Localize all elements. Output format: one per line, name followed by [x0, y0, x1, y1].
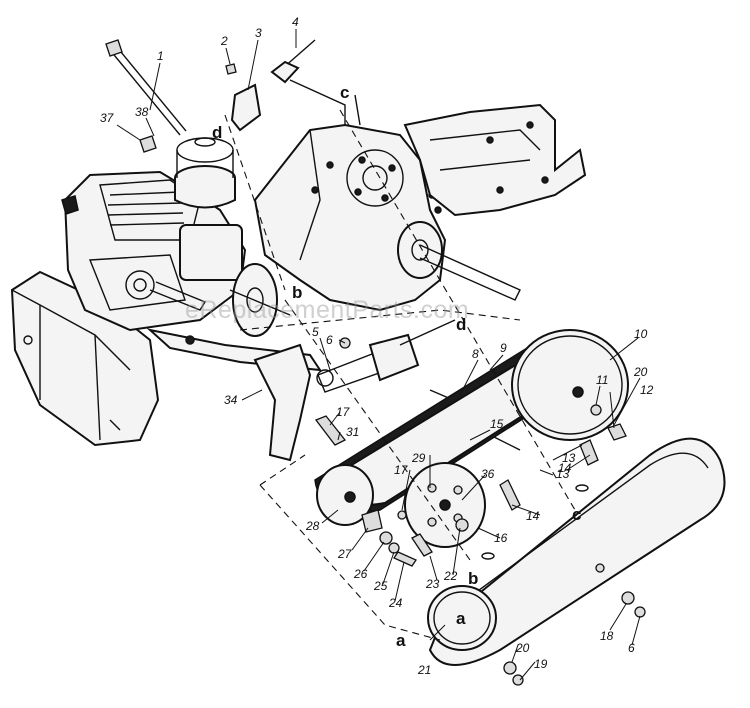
large-pulley — [511, 329, 629, 441]
callout-5: 5 — [312, 325, 319, 339]
main-frame — [229, 79, 521, 337]
callout-13-upper: 13 — [562, 451, 576, 465]
callout-15: 15 — [490, 417, 504, 431]
belt-cover — [427, 437, 726, 686]
callout-17-lower: 17 — [394, 463, 409, 477]
callout-11: 11 — [596, 373, 608, 387]
callout-27: 27 — [337, 547, 353, 561]
callout-36: 36 — [481, 467, 495, 481]
callout-4: 4 — [292, 15, 299, 29]
front-shield — [10, 270, 160, 447]
callout-14-left: 14 — [526, 509, 540, 523]
upper-hardware — [105, 39, 316, 153]
callout-17-upper: 17 — [336, 405, 351, 419]
callout-16: 16 — [494, 531, 508, 545]
callout-6-upper: 6 — [326, 333, 333, 347]
alignment-lines — [224, 109, 576, 641]
letter-c-top: c — [340, 83, 349, 102]
callout-9: 9 — [500, 341, 507, 355]
callout-10: 10 — [634, 327, 648, 341]
callout-37: 37 — [100, 111, 115, 125]
callout-28: 28 — [305, 519, 320, 533]
callout-29: 29 — [411, 451, 426, 465]
callout-1: 1 — [157, 49, 164, 63]
callout-18: 18 — [600, 629, 614, 643]
callout-19: 19 — [534, 657, 548, 671]
callout-13-lower: 13 — [556, 467, 570, 481]
callout-12: 12 — [640, 383, 654, 397]
letter-a-pulley: a — [456, 609, 466, 628]
callout-3: 3 — [255, 26, 262, 40]
callout-25: 25 — [373, 579, 388, 593]
letter-b-middle: b — [292, 283, 302, 302]
callout-26: 26 — [353, 567, 368, 581]
engine — [61, 137, 247, 332]
idler-linkage — [253, 319, 599, 511]
callout-14-right: 14 — [558, 461, 572, 475]
callout-38: 38 — [135, 105, 149, 119]
callout-20-upper: 20 — [633, 365, 648, 379]
callout-34: 34 — [224, 393, 238, 407]
rear-bracket — [403, 103, 587, 217]
callout-22: 22 — [443, 569, 458, 583]
callout-31: 31 — [346, 425, 359, 439]
callout-21: 21 — [417, 663, 431, 677]
letter-b-bottom: b — [468, 569, 478, 588]
callout-20-lower: 20 — [515, 641, 530, 655]
callout-6-lower: 6 — [628, 641, 635, 655]
letter-c-bottom: c — [572, 505, 581, 524]
connection-letters: c d b d c b a a — [212, 83, 581, 650]
watermark-text: eReplacementParts.com — [185, 296, 469, 324]
letter-d-middle: d — [456, 315, 466, 334]
callout-23: 23 — [425, 577, 440, 591]
letter-d-top: d — [212, 123, 222, 142]
callout-2: 2 — [220, 34, 228, 48]
callout-8: 8 — [472, 347, 479, 361]
callout-24: 24 — [388, 596, 403, 610]
lower-hardware — [361, 509, 433, 567]
leader-lines — [116, 29, 641, 681]
callout-numbers: 1 2 3 4 37 38 5 6 8 9 10 11 20 12 13 13 … — [100, 15, 654, 677]
letter-a-left: a — [396, 631, 406, 650]
